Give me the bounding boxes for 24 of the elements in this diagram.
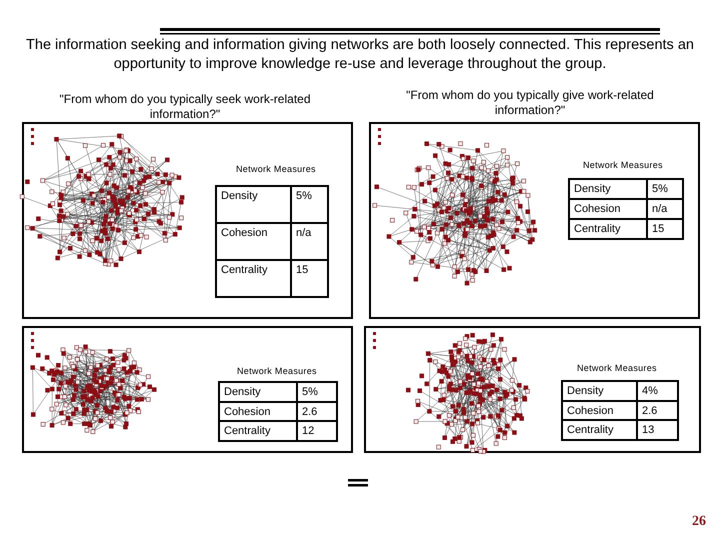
- table-cell: Centrality: [218, 420, 298, 442]
- survey-question: "From whom do you typically give work-related information?": [405, 88, 655, 118]
- table-cell: 12: [296, 420, 338, 442]
- table-cell: Density: [218, 381, 298, 402]
- table-cell: Density: [215, 185, 292, 224]
- table-cell: Centrality: [215, 259, 292, 298]
- table-cell: Density: [568, 178, 648, 200]
- table-cell: Centrality: [568, 218, 648, 240]
- table-cell: 4%: [636, 380, 679, 402]
- table-cell: 15: [290, 259, 329, 298]
- table-heading: Network Measures: [577, 363, 657, 373]
- table-cell: 5%: [296, 381, 338, 402]
- table-cell: 15: [646, 218, 684, 240]
- table-cell: Centrality: [561, 419, 638, 440]
- table-cell: 5%: [290, 185, 329, 224]
- table-heading: Network Measures: [583, 160, 663, 170]
- slide-title: The information seeking and information giving networks are both loosely connected. This represents an opportunity to improve knowledge re-use and leverage throughout the group.: [25, 36, 695, 74]
- table-cell: 13: [636, 419, 679, 440]
- survey-question: "From whom do you typically seek work-related information?": [58, 92, 312, 122]
- table-cell: Density: [561, 380, 638, 402]
- table-cell: 5%: [646, 178, 684, 200]
- table-heading: Network Measures: [236, 164, 316, 174]
- table-heading: Network Measures: [237, 366, 317, 376]
- page-number: 26: [692, 514, 706, 530]
